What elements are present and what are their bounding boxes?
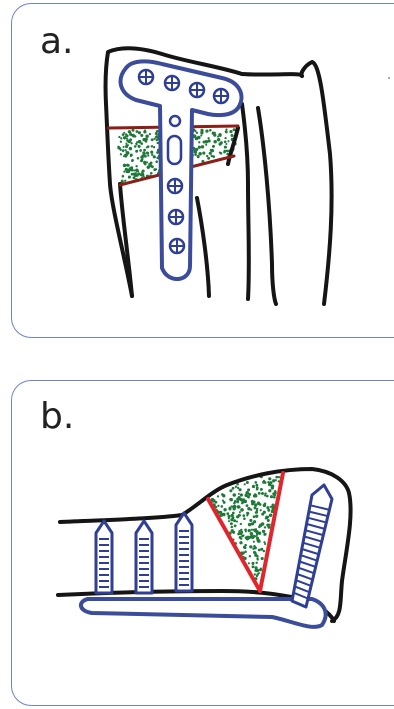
panel-b: b. <box>11 380 394 706</box>
panel-a: a. <box>11 3 394 338</box>
slot-hole-icon <box>168 136 181 164</box>
panel-b-illustration <box>12 381 394 706</box>
plate-b <box>81 599 326 627</box>
panel-a-illustration <box>12 4 394 338</box>
screw-hole-icon <box>170 116 180 126</box>
stray-mark <box>388 77 390 79</box>
